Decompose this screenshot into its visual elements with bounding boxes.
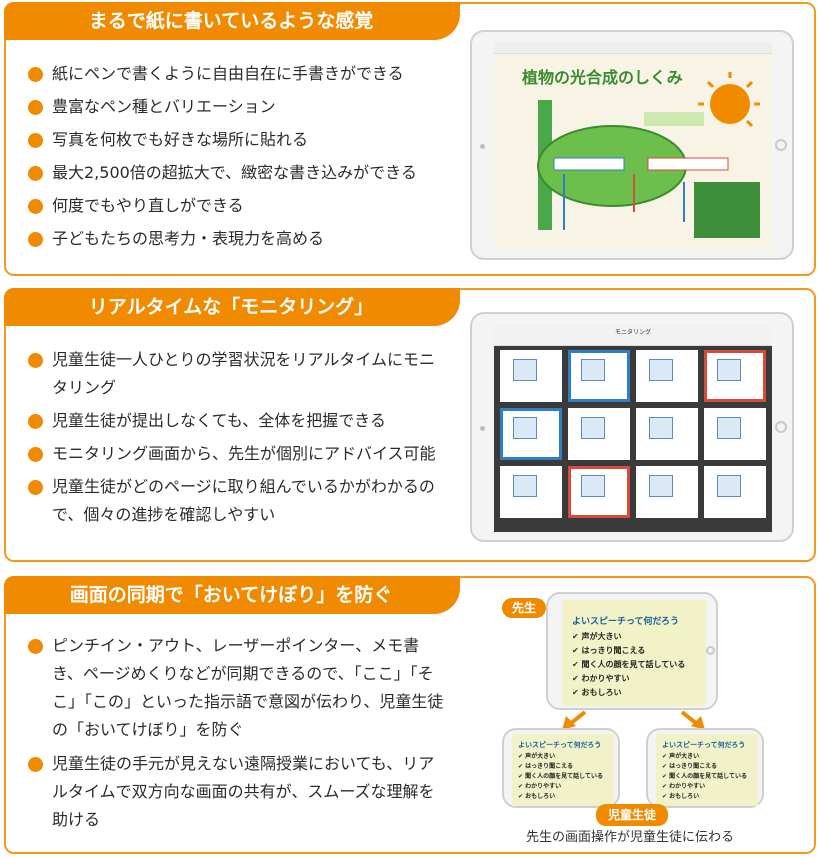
student-thumbnail bbox=[636, 408, 698, 460]
camera-dot bbox=[480, 144, 485, 149]
home-button bbox=[775, 421, 787, 433]
checklist-item: 声が大きい bbox=[662, 752, 747, 762]
section-title: 画面の同期で「おいてけぼり」を防ぐ bbox=[4, 576, 460, 614]
feature-list: 児童生徒一人ひとりの学習状況をリアルタイムにモニタリング 児童生徒が提出しなくて… bbox=[28, 346, 448, 534]
monitoring-heading: モニタリング bbox=[614, 329, 651, 336]
tablet-screen: よいスピーチって何だろう 声が大きい はっきり聞こえる 聞く人の顔を見て話してい… bbox=[656, 734, 758, 806]
photosynthesis-diagram bbox=[537, 72, 760, 238]
checklist-item: わかりやすい bbox=[572, 672, 685, 686]
student-thumbnail bbox=[704, 408, 766, 460]
speech-heading: よいスピーチって何だろう bbox=[572, 617, 680, 627]
feature-item: 豊富なペン種とバリエーション bbox=[28, 93, 468, 121]
checklist-item: わかりやすい bbox=[662, 782, 747, 792]
checklist-item: 聞く人の顔を見て話している bbox=[572, 658, 686, 672]
student-thumbnail bbox=[568, 466, 630, 518]
feature-list: ピンチイン・アウト、レーザーポインター、メモ書き、ページめくりなどが同期できるの… bbox=[28, 632, 448, 840]
feature-item: 最大2,500倍の超拡大で、緻密な書き込みができる bbox=[28, 159, 468, 187]
tablet-screen: 植物の光合成のしくみ bbox=[494, 42, 772, 250]
tablet-teacher-screenshot: よいスピーチって何だろう 声が大きい はっきり聞こえる 聞く人の顔を見て話してい… bbox=[546, 592, 718, 710]
feature-item: 児童生徒がどのページに取り組んでいるかがわかるので、個々の進捗を確認しやすい bbox=[28, 473, 448, 529]
student-thumbnail bbox=[500, 350, 562, 402]
speech-checklist: 声が大きい はっきり聞こえる 聞く人の顔を見て話している わかりやすい おもしろ… bbox=[518, 752, 603, 802]
app-toolbar bbox=[494, 42, 772, 54]
checklist-item: はっきり聞こえる bbox=[572, 644, 685, 658]
feature-item: 紙にペンで書くように自由自在に手書きができる bbox=[28, 60, 468, 88]
speech-heading: よいスピーチって何だろう bbox=[518, 741, 602, 749]
feature-item: 何度でもやり直しができる bbox=[28, 192, 468, 220]
tablet-screen: よいスピーチって何だろう 声が大きい はっきり聞こえる 聞く人の顔を見て話してい… bbox=[562, 600, 706, 706]
teacher-tag: 先生 bbox=[502, 598, 547, 618]
feature-item: 写真を何枚でも好きな場所に貼れる bbox=[28, 126, 468, 154]
checklist-item: おもしろい bbox=[518, 792, 603, 802]
section-title: リアルタイムな「モニタリング」 bbox=[4, 288, 460, 326]
student-thumbnail bbox=[568, 408, 630, 460]
tablet-student-screenshot: よいスピーチって何だろう 声が大きい はっきり聞こえる 聞く人の顔を見て話してい… bbox=[646, 728, 764, 808]
section-title: まるで紙に書いているような感覚 bbox=[4, 2, 460, 40]
sync-caption: 先生の画面操作が児童生徒に伝わる bbox=[526, 830, 735, 845]
speech-heading: よいスピーチって何だろう bbox=[662, 741, 746, 749]
monitoring-toolbar: モニタリング bbox=[494, 324, 772, 346]
student-thumbnail bbox=[500, 466, 562, 518]
feature-item: 子どもたちの思考力・表現力を高める bbox=[28, 225, 468, 253]
student-thumbnail bbox=[704, 350, 766, 402]
speech-checklist: 声が大きい はっきり聞こえる 聞く人の顔を見て話している わかりやすい おもしろ… bbox=[662, 752, 747, 802]
speech-checklist: 声が大きい はっきり聞こえる 聞く人の顔を見て話している わかりやすい おもしろ… bbox=[572, 630, 686, 700]
feature-item: ピンチイン・アウト、レーザーポインター、メモ書き、ページめくりなどが同期できるの… bbox=[28, 632, 448, 744]
feature-list: 紙にペンで書くように自由自在に手書きができる 豊富なペン種とバリエーション 写真… bbox=[28, 60, 468, 258]
checklist-item: はっきり聞こえる bbox=[518, 762, 603, 772]
student-tag: 児童生徒 bbox=[596, 804, 669, 826]
checklist-item: 声が大きい bbox=[572, 630, 685, 644]
checklist-item: おもしろい bbox=[662, 792, 747, 802]
feature-item: 児童生徒の手元が見えない遠隔授業においても、リアルタイムで双方向な画面の共有が、… bbox=[28, 750, 448, 834]
leaves-photo bbox=[694, 182, 760, 238]
tablet-student-screenshot: よいスピーチって何だろう 声が大きい はっきり聞こえる 聞く人の顔を見て話してい… bbox=[502, 728, 620, 808]
checklist-item: はっきり聞こえる bbox=[662, 762, 747, 772]
sun-icon bbox=[710, 84, 750, 124]
home-button bbox=[706, 646, 715, 655]
checklist-item: 聞く人の顔を見て話している bbox=[662, 772, 747, 782]
tablet-screen: モニタリング bbox=[494, 324, 772, 532]
student-thumbnail bbox=[636, 350, 698, 402]
student-thumbnail-grid bbox=[500, 350, 766, 518]
lesson-heading: 植物の光合成のしくみ bbox=[522, 68, 683, 87]
tablet-handwriting-screenshot: 植物の光合成のしくみ bbox=[470, 30, 794, 260]
camera-dot bbox=[480, 426, 485, 431]
tablet-monitoring-screenshot: モニタリング bbox=[470, 312, 794, 542]
home-button bbox=[775, 139, 787, 151]
student-thumbnail bbox=[500, 408, 562, 460]
student-thumbnail bbox=[568, 350, 630, 402]
checklist-item: 聞く人の顔を見て話している bbox=[518, 772, 603, 782]
checklist-item: 声が大きい bbox=[518, 752, 603, 762]
tablet-screen: よいスピーチって何だろう 声が大きい はっきり聞こえる 聞く人の顔を見て話してい… bbox=[512, 734, 614, 806]
feature-item: モニタリング画面から、先生が個別にアドバイス可能 bbox=[28, 440, 448, 468]
student-thumbnail bbox=[636, 466, 698, 518]
feature-item: 児童生徒が提出しなくても、全体を把握できる bbox=[28, 407, 448, 435]
checklist-item: わかりやすい bbox=[518, 782, 603, 792]
feature-item: 児童生徒一人ひとりの学習状況をリアルタイムにモニタリング bbox=[28, 346, 448, 402]
checklist-item: おもしろい bbox=[572, 686, 685, 700]
student-thumbnail bbox=[704, 466, 766, 518]
